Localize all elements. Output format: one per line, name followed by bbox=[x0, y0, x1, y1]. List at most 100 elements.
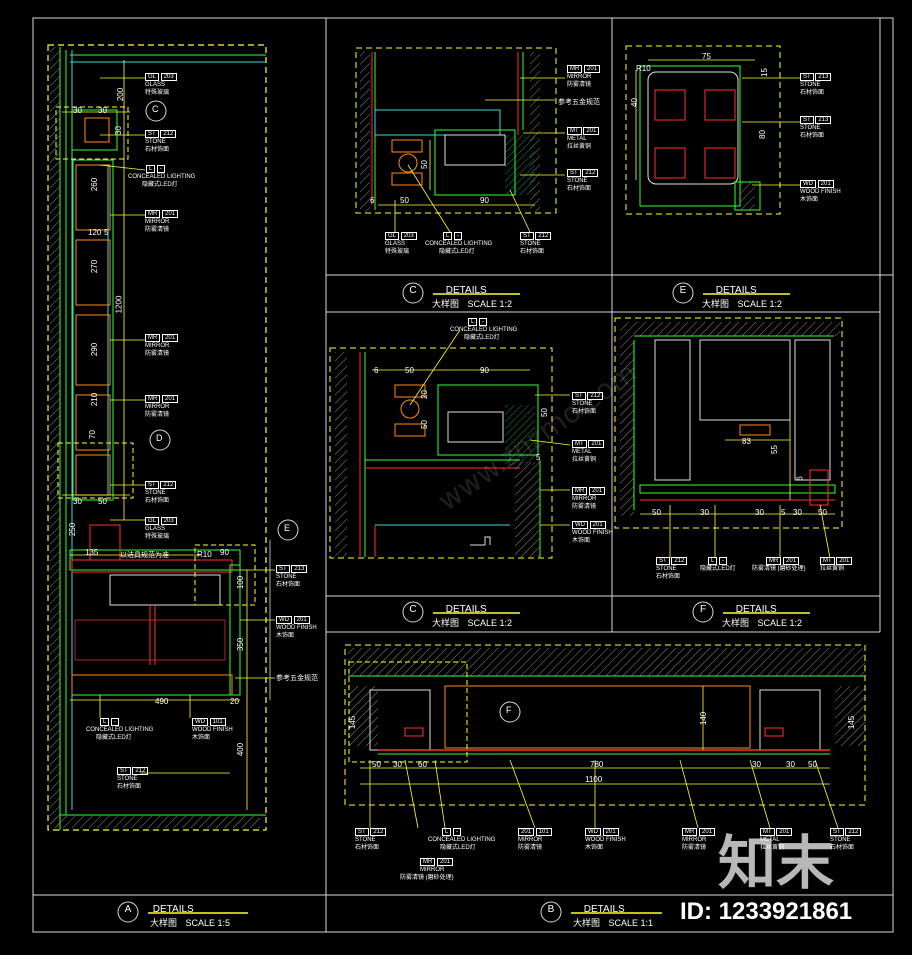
tag-f-mr201s: MR 201 防雾清镜 (磨砂处理) bbox=[752, 557, 806, 573]
tag-cn: 防雾清镜 (磨砂处理) bbox=[400, 875, 454, 881]
tag-en: CONCEALED LIGHTING bbox=[425, 241, 493, 247]
tag-code: MT bbox=[760, 828, 775, 836]
dim: 50 bbox=[652, 508, 661, 517]
tag-cn: 防雾清镜 bbox=[145, 412, 170, 418]
tag-c2-wd201: WD 201 WOOD FINISH 木饰面 bbox=[572, 521, 613, 545]
dim: 90 bbox=[480, 366, 489, 375]
tag-num: 201 bbox=[583, 127, 600, 135]
dim: R10 bbox=[197, 550, 212, 559]
tag-num: 201 bbox=[699, 828, 716, 836]
tag-en: METAL bbox=[572, 449, 592, 455]
tag-code: ST bbox=[800, 116, 814, 124]
tag-cn: 拉丝黄铜 bbox=[572, 457, 597, 463]
tag-num: 201 bbox=[783, 557, 800, 565]
tag-en: STONE bbox=[567, 178, 588, 184]
tag-num: 101 bbox=[535, 828, 552, 836]
tag-cn: 木饰面 bbox=[800, 197, 819, 203]
tag-en: WOOD FINISH bbox=[585, 837, 626, 843]
tag-code: ST bbox=[276, 565, 290, 573]
panel-c2-title: C DETAILS bbox=[405, 604, 555, 615]
tag-num: 201 bbox=[584, 65, 601, 73]
panel-f-letter: F bbox=[699, 604, 707, 615]
tag-en: MIRROR bbox=[572, 496, 597, 502]
dim: R10 bbox=[636, 64, 651, 73]
tag-en: STONE bbox=[800, 125, 821, 131]
tag-code: ST bbox=[656, 557, 670, 565]
dim: 1100 bbox=[585, 775, 603, 784]
dim: 50 bbox=[372, 760, 381, 769]
tag-e-st213-1: ST 213 STONE 石材饰面 bbox=[800, 73, 832, 97]
tag-c1-st212-right: ST 212 STONE 石材饰面 bbox=[567, 169, 599, 193]
dim: 50 bbox=[98, 497, 107, 506]
tag-e-wd201: WD 201 WOOD FINISH 木饰面 bbox=[800, 180, 841, 204]
dim: 30 bbox=[98, 106, 107, 115]
tag-num: 101 bbox=[209, 718, 226, 726]
tag-b-st212-right: ST 212 STONE 石材饰面 bbox=[830, 828, 862, 852]
panel-a-drawing bbox=[47, 44, 299, 831]
tag-b-mr201: MR 201 MIRROR 防雾清镜 bbox=[682, 828, 716, 852]
tag-en: METAL bbox=[760, 837, 780, 843]
tag-num: 203 bbox=[160, 517, 177, 525]
dim: 55 bbox=[769, 445, 779, 454]
tag-a-mr201-1: MR 201 MIRROR 防雾清镜 bbox=[145, 210, 179, 234]
tag-en: GLASS bbox=[385, 241, 406, 247]
tag-cn: 石材饰面 bbox=[656, 574, 681, 580]
callout-f: F bbox=[506, 705, 512, 715]
panel-b-scale: SCALE 1:1 bbox=[608, 918, 654, 928]
tag-num: 201 bbox=[588, 440, 605, 448]
dim: 30 bbox=[700, 508, 709, 517]
callout-c: C bbox=[152, 104, 159, 114]
tag-en: STONE bbox=[800, 82, 821, 88]
tag-en: STONE bbox=[520, 241, 541, 247]
tag-f-light: L - 隐藏式LED灯 bbox=[700, 557, 736, 573]
tag-en: STONE bbox=[656, 566, 677, 572]
dim: 6 bbox=[374, 366, 379, 375]
dim: 780 bbox=[590, 760, 604, 769]
dim: 5 bbox=[104, 228, 109, 237]
panel-e-scale: SCALE 1:2 bbox=[737, 299, 783, 309]
panel-b-drawing bbox=[344, 644, 866, 829]
tag-cn: 隐藏式LED灯 bbox=[464, 335, 500, 341]
tag-a-st212-mid: ST 212 STONE 石材饰面 bbox=[145, 481, 177, 505]
tag-en: MIRROR bbox=[145, 219, 170, 225]
tag-cn: 特殊玻璃 bbox=[145, 90, 170, 96]
tag-cn: 石材饰面 bbox=[145, 147, 170, 153]
tag-cn: 拉丝黄铜 bbox=[760, 845, 785, 851]
dim: 50 bbox=[419, 420, 429, 429]
dim: 400 bbox=[236, 742, 246, 757]
dim: 30 bbox=[755, 508, 764, 517]
panel-f-drawing bbox=[614, 317, 843, 559]
tag-num: - bbox=[453, 828, 462, 836]
tag-en: WOOD FINISH bbox=[572, 530, 613, 536]
tag-c1-mr201: MR 201 MIRROR 防雾清镜 bbox=[567, 65, 601, 89]
tag-cn: 石材饰面 bbox=[520, 249, 545, 255]
tag-cn: 石材饰面 bbox=[355, 845, 380, 851]
panel-e-drawing bbox=[625, 45, 800, 215]
tag-code: ST bbox=[355, 828, 369, 836]
tag-cn: 拉丝黄铜 bbox=[820, 566, 845, 572]
tag-code: GL bbox=[145, 517, 160, 525]
panel-c2-scale: SCALE 1:2 bbox=[467, 618, 513, 628]
tag-code: ST bbox=[567, 169, 581, 177]
tag-num: 212 bbox=[132, 767, 149, 775]
tag-b-light: L - CONCEALED LIGHTING 隐藏式LED灯 bbox=[428, 828, 495, 852]
tag-code: WD bbox=[572, 521, 588, 529]
tag-num: 213 bbox=[815, 116, 832, 124]
tag-num: 212 bbox=[370, 828, 387, 836]
tag-cn: 特殊玻璃 bbox=[145, 534, 170, 540]
sheet-frame bbox=[32, 17, 894, 933]
dim: 290 bbox=[90, 342, 100, 357]
panel-e-sub: 大样图 SCALE 1:2 bbox=[702, 297, 782, 310]
dim: 90 bbox=[480, 196, 489, 205]
tag-cn: 隐藏式LED灯 bbox=[142, 182, 178, 188]
dim: 30 bbox=[793, 508, 802, 517]
dim: 75 bbox=[702, 52, 711, 61]
tag-code: ST bbox=[830, 828, 844, 836]
panel-a-sub: 大样图 SCALE 1:5 bbox=[150, 916, 230, 929]
dim: 80 bbox=[757, 130, 767, 139]
tag-num: 212 bbox=[671, 557, 688, 565]
tag-en: CONCEALED LIGHTING bbox=[428, 837, 496, 843]
dim: 30 bbox=[73, 497, 82, 506]
tag-code: MR bbox=[420, 858, 436, 866]
